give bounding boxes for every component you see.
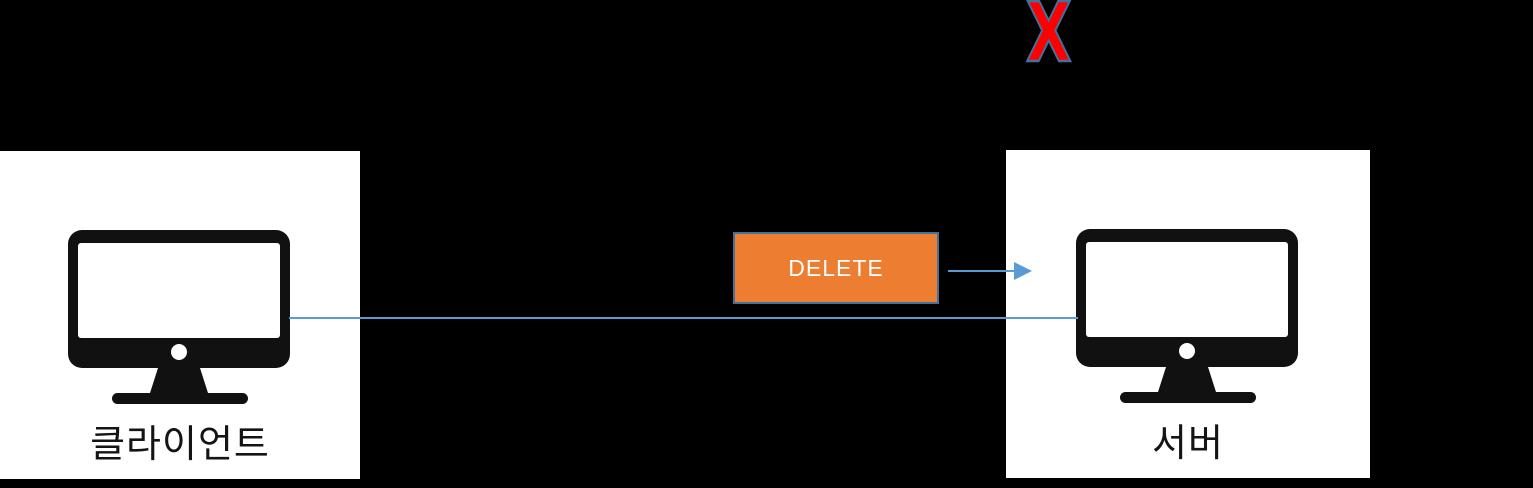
- client-node: 클라이언트: [0, 151, 360, 479]
- client-server-connector-line: [289, 317, 1078, 319]
- delete-request-label: DELETE: [788, 254, 884, 281]
- arrowhead-icon: [1014, 262, 1032, 280]
- monitor-icon: [68, 230, 290, 404]
- request-arrow-line: [948, 270, 1016, 272]
- x-mark-icon: X: [1025, 0, 1072, 81]
- monitor-icon: [1076, 229, 1298, 403]
- server-label: 서버: [1152, 423, 1224, 465]
- server-node: 서버: [1006, 150, 1370, 478]
- client-label: 클라이언트: [90, 424, 270, 466]
- delete-request-box: DELETE: [733, 232, 939, 304]
